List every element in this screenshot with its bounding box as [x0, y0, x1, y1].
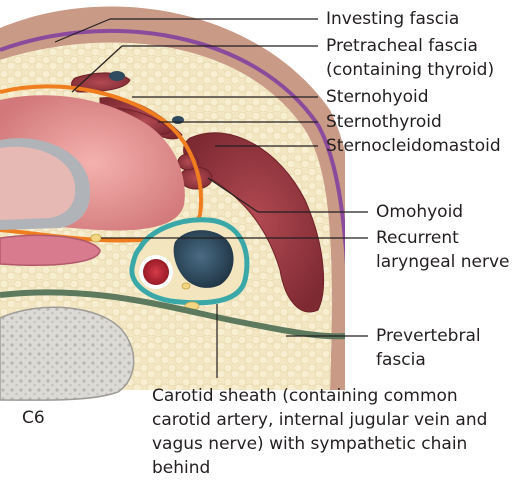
label-pretracheal-fascia: Pretracheal fascia [326, 34, 478, 58]
label-pretracheal-fascia-sub: (containing thyroid) [326, 58, 494, 82]
label-sternocleidomastoid: Sternocleidomastoid [326, 134, 501, 158]
label-sternothyroid: Sternothyroid [326, 110, 442, 134]
label-investing-fascia: Investing fascia [326, 7, 459, 31]
label-sternohyoid: Sternohyoid [326, 85, 429, 109]
label-omohyoid: Omohyoid [376, 200, 463, 224]
label-prevertebral-fascia: Prevertebral [376, 324, 481, 348]
label-recurrent-laryngeal-sub: laryngeal nerve [376, 250, 510, 274]
anterior-jugular-vein [109, 71, 125, 81]
label-prevertebral-fascia-sub: fascia [376, 348, 426, 372]
recurrent-laryngeal-nerve [91, 234, 101, 242]
label-carotid-sheath: Carotid sheath (containing common caroti… [152, 384, 512, 480]
small-vessel [172, 116, 184, 124]
label-c6: C6 [22, 406, 45, 430]
common-carotid-artery-lumen [143, 259, 169, 285]
label-recurrent-laryngeal: Recurrent [376, 226, 459, 250]
vagus-nerve [182, 283, 190, 289]
